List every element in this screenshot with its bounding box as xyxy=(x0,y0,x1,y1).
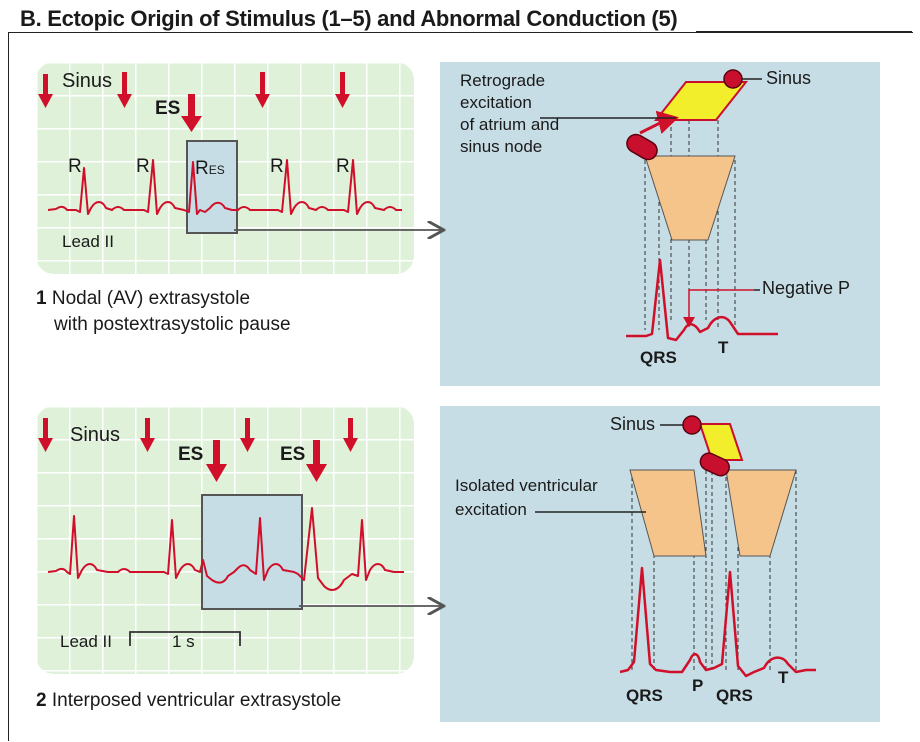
red-arrow-icon xyxy=(140,418,155,452)
retro-line4: sinus node xyxy=(460,137,543,156)
r-label-3: R xyxy=(270,156,284,177)
r-es-main: R xyxy=(195,158,209,179)
t-label-1: T xyxy=(718,338,729,357)
red-arrow-icon xyxy=(240,418,255,452)
r-label-4: R xyxy=(336,156,350,177)
es-highlight-box-2 xyxy=(201,494,303,610)
ecg-trace-2 xyxy=(47,507,404,591)
caption-1-line1: Nodal (AV) extrasystole xyxy=(51,288,251,309)
figure-title: B. Ectopic Origin of Stimulus (1–5) and … xyxy=(14,6,686,32)
sinus-arrows-1 xyxy=(38,72,350,132)
detail-ecg-trace-1 xyxy=(626,258,778,342)
red-arrow-icon xyxy=(38,418,53,452)
retro-line3: of atrium and xyxy=(460,115,560,134)
ventricle-shape-2b xyxy=(725,469,797,557)
sinus-node-1 xyxy=(723,69,743,89)
qrs-label-2a: QRS xyxy=(626,686,663,705)
es-arrow-icon xyxy=(306,440,327,482)
caption-1: 1 Nodal (AV) extrasystole with postextra… xyxy=(36,286,291,338)
red-arrow-icon xyxy=(335,72,350,108)
r-label-2: R xyxy=(136,156,150,177)
ecg-trace-1 xyxy=(47,159,402,215)
atrium-shape-2 xyxy=(698,423,744,461)
red-arrow-icon xyxy=(255,72,270,108)
qrs-label-1: QRS xyxy=(640,348,677,367)
lead-label-1: Lead II xyxy=(62,232,114,251)
ventricle-shape-2a xyxy=(629,469,707,557)
sinus-label-1: Sinus xyxy=(62,70,113,92)
es-arrow-icon xyxy=(181,94,202,132)
scale-bar-icon xyxy=(129,631,241,646)
r-label-1: R xyxy=(68,156,82,177)
retrograde-label: Retrograde excitation of atrium and sinu… xyxy=(460,70,559,158)
sinus-label-detail-1: Sinus xyxy=(766,68,812,88)
sinus-arrows-2 xyxy=(38,418,358,482)
isolated-label: Isolated ventricular excitation xyxy=(455,474,598,522)
detail-ecg-trace-2 xyxy=(619,566,816,678)
sinus-node-2 xyxy=(682,415,702,435)
p-label-2: P xyxy=(692,676,704,695)
title-rule xyxy=(696,31,912,32)
caption-1-line2: with postextrasystolic pause xyxy=(54,314,291,335)
av-node-1 xyxy=(626,133,658,161)
lead-label-2: Lead II xyxy=(60,632,112,651)
caption-2-text: Interposed ventricular extrasystole xyxy=(51,690,342,711)
isolated-line1: Isolated ventricular xyxy=(455,476,598,495)
retro-line1: Retrograde xyxy=(460,71,546,90)
sinus-label-2: Sinus xyxy=(70,424,121,446)
scale-label: 1 s xyxy=(172,632,195,651)
es-label-1: ES xyxy=(155,98,181,119)
guides-2 xyxy=(631,450,797,670)
es-label-2b: ES xyxy=(280,444,306,465)
isolated-line2: excitation xyxy=(455,500,527,519)
av-node-2 xyxy=(699,452,730,477)
r-es-label: RES xyxy=(195,158,225,180)
caption-2-number: 2 xyxy=(36,690,47,711)
r-es-sub: ES xyxy=(208,163,225,177)
retro-line2: excitation xyxy=(460,93,532,112)
sinus-label-detail-2: Sinus xyxy=(610,414,656,434)
figure-frame xyxy=(8,32,913,741)
red-arrow-icon xyxy=(117,72,132,108)
es-label-2a: ES xyxy=(178,444,204,465)
caption-1-number: 1 xyxy=(36,288,47,309)
es-arrow-icon xyxy=(206,440,227,482)
t-label-2: T xyxy=(778,668,789,687)
retrograde-arrow xyxy=(639,110,679,135)
red-arrow-icon xyxy=(38,74,53,108)
caption-2: 2 Interposed ventricular extrasystole xyxy=(36,688,341,714)
red-arrow-icon xyxy=(343,418,358,452)
negative-p-label: Negative P xyxy=(762,278,851,298)
ventricle-shape-1 xyxy=(644,155,736,241)
negative-p-pointer xyxy=(683,289,754,328)
qrs-label-2b: QRS xyxy=(716,686,753,705)
